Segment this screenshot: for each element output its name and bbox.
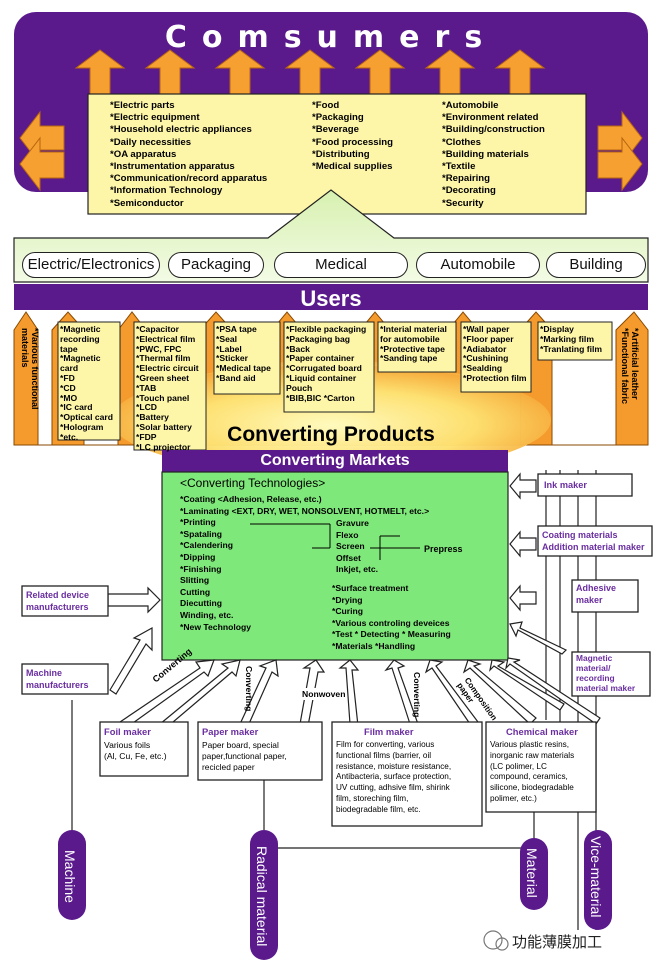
bottom-label-material: Material	[524, 848, 540, 898]
film-maker-desc: Film for converting, various functional …	[336, 740, 452, 814]
users-col-6: *Wall paper *Floor paper *Adiabator *Cus…	[463, 324, 527, 383]
bottom-label-radical-material: Radical material	[254, 846, 270, 947]
coating-maker-label: Coating materials Addition material make…	[542, 530, 645, 552]
user-item-boxes	[57, 321, 613, 451]
converting-products-title: Converting Products	[227, 423, 435, 446]
bottom-maker-boxes	[99, 721, 597, 827]
chemical-maker-title: Chemical maker	[506, 726, 578, 737]
foil-maker-title: Foil maker	[104, 726, 151, 737]
converting-tech-box	[161, 471, 509, 661]
converting-markets-bar	[162, 450, 508, 472]
right-arrows	[509, 472, 568, 655]
converting-tech-left: *Coating <Adhesion, Release, etc.) *Lami…	[180, 494, 430, 632]
flow-label-converting-3: Converting	[412, 672, 422, 718]
sector-building: Building	[546, 252, 646, 278]
bottom-arrow-fan	[119, 657, 601, 729]
consumers-col-3: *Automobile *Environment related *Buildi…	[442, 100, 545, 209]
consumers-title: Comsumers	[164, 20, 498, 55]
flow-label-nonwoven: Nonwoven	[302, 688, 346, 701]
print-methods: Gravure Flexo Screen Offset Inkjet, etc.	[336, 518, 379, 575]
adhesive-maker-box	[571, 579, 639, 613]
related-device-label: Related device manufacturers	[26, 590, 90, 612]
users-vertical-left: *Various functional materials	[20, 328, 40, 410]
bottom-label-machine: Machine	[62, 850, 78, 903]
film-maker-title: Film maker	[364, 726, 414, 737]
print-bracket	[250, 523, 420, 560]
foil-maker-desc: Various foils (Al, Cu, Fe, etc.)	[104, 740, 167, 761]
magnetic-maker-label: Magnetic material/ recording material ma…	[576, 653, 636, 693]
users-col-7: *Display *Marking film *Tranlating film	[540, 324, 603, 354]
ink-maker-box	[537, 473, 633, 497]
users-col-4: *Flexible packaging *Packaging bag *Back…	[286, 324, 367, 403]
prepress-label: Prepress	[424, 544, 463, 554]
converting-markets-title: Converting Markets	[260, 452, 410, 469]
consumers-col-2: *Food *Packaging *Beverage *Food process…	[312, 100, 394, 173]
machine-manufacturers-label: Machine manufacturers	[26, 668, 89, 690]
users-col-1: *Magnetic recording tape *Magnetic card …	[60, 324, 114, 442]
users-col-5: *Interial material for automobile *Prote…	[380, 324, 447, 364]
sector-packaging: Packaging	[168, 252, 264, 278]
users-vertical-right: *Artificial leather *Functional fabric	[620, 328, 640, 405]
bottom-pills	[58, 830, 612, 960]
paper-maker-desc: Paper board, special paper,functional pa…	[202, 740, 287, 772]
consumers-col-1: *Electric parts *Electric equipment *Hou…	[110, 100, 268, 209]
ink-maker-label: Ink maker	[544, 480, 587, 490]
coating-maker-box	[537, 525, 653, 557]
bottom-label-vice-material: Vice-material	[588, 836, 604, 918]
paper-maker-title: Paper maker	[202, 726, 259, 737]
users-title: Users	[300, 286, 362, 311]
users-bar	[14, 284, 648, 310]
left-arrows	[107, 586, 161, 695]
users-col-3: *PSA tape *Seal *Label *Sticker *Medical…	[216, 324, 271, 383]
flow-label-converting-2: Converting	[244, 666, 254, 712]
magnetic-maker-box	[571, 651, 651, 697]
watermark-text: 功能薄膜加工	[512, 933, 603, 951]
consumer-arrows	[19, 49, 643, 192]
users-col-2: *Capacitor *Electrical film *PWC, FPC *T…	[136, 324, 199, 452]
sector-medical: Medical	[274, 252, 408, 278]
sector-automobile: Automobile	[416, 252, 540, 278]
machine-manufacturers-box	[21, 663, 109, 695]
converting-tech-title: <Converting Technologies>	[180, 476, 326, 490]
sector-electric: Electric/Electronics	[22, 252, 160, 278]
related-device-box	[21, 585, 109, 617]
chemical-maker-desc: Various plastic resins, inorganic raw ma…	[490, 740, 575, 803]
converting-tech-right: *Surface treatment *Drying *Curing *Vari…	[332, 583, 451, 651]
watermark-icon	[483, 930, 509, 951]
adhesive-maker-label: Adhesive maker	[576, 583, 617, 605]
